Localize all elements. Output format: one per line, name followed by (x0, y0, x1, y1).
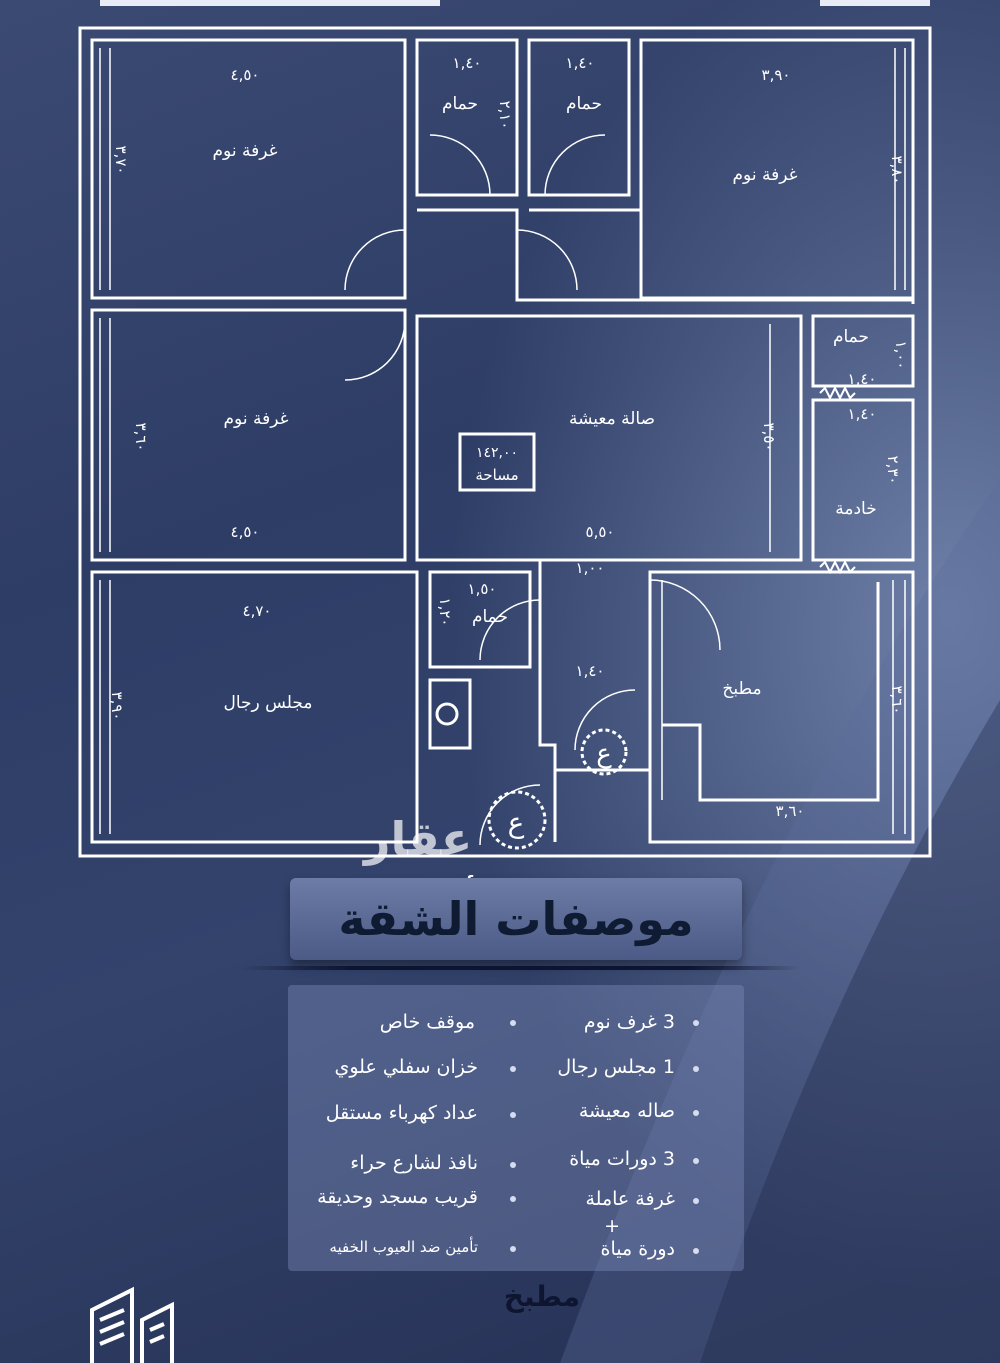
area-value: ١٤٢,٠٠ (476, 445, 518, 461)
room-bedroom-top-left (90, 38, 407, 300)
room-kitchen (648, 570, 915, 844)
spec-left-6: تأمين ضد العيوب الخفيه (329, 1238, 478, 1256)
watermark-logo: عقار (364, 812, 473, 866)
dim-lower-corridor-width: ١,٤٠ (576, 662, 605, 680)
meter-circle-1 (580, 728, 628, 776)
dim-bath-2-width: ١,٤٠ (566, 54, 595, 72)
dim-bedroom-mid-left-width: ٤,٥٠ (231, 523, 260, 541)
bullet-left-4 (510, 1162, 516, 1168)
title-underline (240, 966, 800, 970)
floor-plan: غرفة نوم حمام حمام غرفة نوم غرفة نوم صال… (0, 0, 1000, 870)
kitchen-counter (662, 582, 880, 802)
dim-majlis-height: ٣,٩٠ (108, 692, 126, 721)
corridor (417, 208, 915, 304)
specs-title: موصفات الشقة (338, 892, 694, 946)
dim-maid-width: ١,٤٠ (848, 405, 877, 423)
spec-left-3: عداد كهرباء مستقل (325, 1102, 478, 1124)
plan-outer-frame (78, 26, 932, 858)
spec-right-plus: + (604, 1215, 620, 1237)
spec-right-3: صاله معيشة (578, 1100, 675, 1122)
dim-corridor-width: ١,٠٠ (576, 559, 605, 577)
spec-right-4: 3 دورات مياة (569, 1148, 675, 1170)
dim-maid-height: ٢,٣٠ (884, 456, 902, 485)
dim-bedroom-top-right-width: ٣,٩٠ (762, 66, 791, 84)
area-label: مساحة (475, 466, 518, 484)
dim-majlis-width: ٤,٧٠ (243, 602, 272, 620)
spec-right-2: 1 مجلس رجال (557, 1056, 675, 1078)
label-bedroom-mid-left: غرفة نوم (224, 409, 289, 429)
bullet-right-6 (693, 1248, 699, 1254)
inner-walls (99, 48, 906, 834)
spec-left-1: موقف خاص (379, 1011, 475, 1033)
room-maid (811, 398, 915, 562)
spec-left-5: قريب مسجد وحديقة (317, 1186, 478, 1208)
dim-bath-lower-height: ١,٢٠ (436, 598, 454, 627)
dim-bath-1-width: ١,٤٠ (453, 54, 482, 72)
room-living (415, 314, 803, 562)
water-heater-circle (435, 702, 459, 726)
dim-bedroom-top-left-height: ٣,٧٠ (112, 146, 130, 175)
dim-living-height: ٣,٥٠ (760, 423, 778, 452)
label-bath-1: حمام (442, 94, 478, 114)
room-majlis (90, 570, 419, 844)
dim-kitchen-height: ٣,٦٠ (888, 686, 906, 715)
bullet-left-2 (510, 1066, 516, 1072)
dim-bedroom-top-left-width: ٤,٥٠ (231, 66, 260, 84)
room-bath-1 (415, 38, 519, 197)
spec-right-6: دورة مياة (600, 1238, 675, 1260)
room-bath-2 (527, 38, 631, 197)
dim-kitchen-width: ٣,٦٠ (776, 802, 805, 820)
label-bath-lower: حمام (472, 607, 508, 627)
label-bedroom-top-right: غرفة نوم (733, 165, 798, 185)
label-living: صالة معيشة (569, 409, 655, 429)
specs-title-panel: موصفات الشقة (290, 878, 742, 960)
building-logo-icon (90, 1286, 174, 1363)
bullet-right-5 (693, 1198, 699, 1204)
dim-bath-right-height: ١,٠٠ (892, 341, 910, 370)
dim-bath-right-width: ١,٤٠ (848, 370, 877, 388)
label-maid: خادمة (835, 499, 876, 519)
bullet-right-2 (693, 1066, 699, 1072)
electric-meter-symbol-2: ع (508, 806, 525, 839)
room-bedroom-top-right (639, 38, 915, 300)
dim-living-width: ٥,٥٠ (586, 523, 615, 541)
room-bedroom-mid-left (90, 308, 407, 562)
bullet-left-5 (510, 1196, 516, 1202)
maid-vent-zigzag (819, 385, 856, 575)
room-bath-right (811, 314, 915, 388)
area-box (458, 432, 536, 492)
spec-kitchen: مطبخ (503, 1280, 580, 1313)
label-majlis: مجلس رجال (223, 693, 312, 713)
label-bath-2: حمام (566, 94, 602, 114)
label-bath-right: حمام (833, 327, 869, 347)
dim-bedroom-mid-left-height: ٣,٦٠ (132, 423, 150, 452)
bullet-left-3 (510, 1112, 516, 1118)
label-bedroom-top-left: غرفة نوم (213, 141, 278, 161)
bullet-left-6 (510, 1246, 516, 1252)
spec-right-5: غرفة عاملة (585, 1188, 675, 1210)
dim-bath-lower-width: ١,٥٠ (468, 580, 497, 598)
door-arcs (344, 134, 721, 846)
room-bath-lower (428, 570, 532, 669)
bullet-right-4 (693, 1158, 699, 1164)
bullet-left-1 (510, 1020, 516, 1026)
electric-meter-symbol-1: ع (596, 739, 612, 769)
entry-walls (553, 768, 650, 842)
meter-circle-2 (487, 790, 547, 850)
dim-bedroom-top-right-height: ٣,٨٠ (888, 156, 906, 185)
dim-bath-1-height: ٢,١٠ (496, 101, 514, 130)
specs-box (288, 985, 744, 1271)
bullet-right-3 (693, 1110, 699, 1116)
spec-left-4: نافذ لشارع حراء (350, 1152, 478, 1174)
lower-corridor (428, 560, 557, 770)
label-kitchen: مطبخ (722, 679, 761, 699)
spec-right-1: 3 غرف نوم (583, 1011, 675, 1033)
bullet-right-1 (693, 1020, 699, 1026)
spec-left-2: خزان سفلي علوي (334, 1056, 478, 1078)
